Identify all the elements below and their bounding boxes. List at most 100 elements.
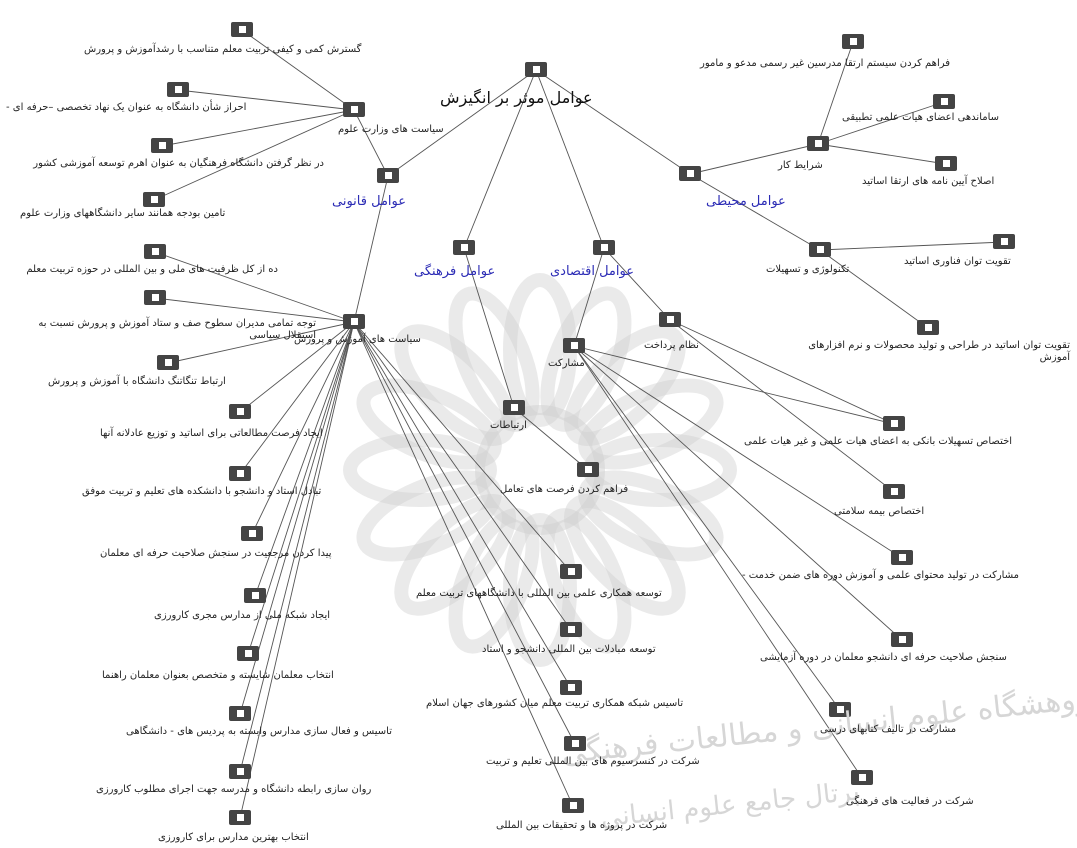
node-camera-icon[interactable] [503, 400, 525, 415]
connector-line [254, 321, 355, 597]
node-camera-icon[interactable] [560, 564, 582, 579]
node-education-policies[interactable]: سیاست های آموزش و پرورش [294, 334, 421, 345]
node-camera-icon[interactable] [842, 34, 864, 49]
node-ministry-policies[interactable]: سیاست های وزارت علوم [338, 124, 444, 135]
watermark-core [475, 405, 605, 535]
leaf-label: شرکت در فعالیت های فرهنگی [846, 796, 974, 807]
node-camera-icon[interactable] [143, 192, 165, 207]
leaf-label: اختصاص تسهیلات بانکی به اعضای هیات علمی … [744, 436, 1013, 447]
node-camera-icon[interactable] [593, 240, 615, 255]
node-camera-icon[interactable] [883, 484, 905, 499]
node-participation[interactable]: مشارکت [548, 358, 585, 369]
connector-line [353, 321, 572, 631]
node-camera-icon[interactable] [343, 102, 365, 117]
category-environmental[interactable]: عوامل محیطی [706, 194, 786, 209]
connector-line [689, 173, 821, 251]
leaf-label: توجه تمامی مدیران سطوح صف و ستاد آموزش و… [38, 318, 316, 341]
leaf-label: ارتباط تنگاتنگ دانشگاه با آموزش و پرورش [48, 376, 226, 387]
node-camera-icon[interactable] [144, 244, 166, 259]
node-camera-icon[interactable] [679, 166, 701, 181]
watermark-petal [564, 494, 686, 616]
leaf-label: تاسیس شبکه همکاری تربیت معلم میان کشورها… [426, 698, 684, 709]
node-camera-icon[interactable] [229, 404, 251, 419]
node-camera-icon[interactable] [891, 632, 913, 647]
leaf-label: تامین بودجه همانند سایر دانشگاههای وزارت… [20, 208, 226, 219]
leaf-label: ساماندهی اعضای هیات علمی تطبیقی [842, 112, 1000, 123]
node-camera-icon[interactable] [343, 314, 365, 329]
node-camera-icon[interactable] [167, 82, 189, 97]
node-camera-icon[interactable] [809, 242, 831, 257]
watermark-petal [578, 378, 724, 470]
connector-line [239, 321, 355, 413]
category-economic[interactable]: عوامل اقتصادی [550, 264, 634, 279]
watermark-petal [564, 324, 686, 446]
node-camera-icon[interactable] [244, 588, 266, 603]
node-icons [143, 22, 1015, 825]
connector-lines [153, 29, 1005, 819]
node-camera-icon[interactable] [229, 764, 251, 779]
node-camera-icon[interactable] [151, 138, 173, 153]
node-camera-icon[interactable] [144, 290, 166, 305]
connector-line [463, 247, 515, 409]
leaf-label: تبادل استاد و دانشجو با دانشکده های تعلی… [82, 486, 322, 497]
leaf-label: فراهم کردن فرصت های تعامل [500, 484, 629, 495]
node-camera-icon[interactable] [229, 706, 251, 721]
node-tech-facilities[interactable]: تکنولوژی و تسهیلات [766, 264, 850, 275]
watermark-petal [578, 470, 724, 562]
category-legal[interactable]: عوامل قانونی [332, 194, 406, 209]
connector-line [573, 345, 903, 559]
root-node-label[interactable]: عوامل موثر بر انگیزش [440, 88, 593, 107]
leaf-label: روان سازی رابطه دانشگاه و مدرسه جهت اجرا… [96, 784, 372, 795]
node-camera-icon[interactable] [851, 770, 873, 785]
leaf-label: پیدا کردن مرجعیت در سنجش صلاحیت حرفه ای … [100, 548, 332, 559]
connector-line [167, 321, 355, 364]
node-camera-icon[interactable] [993, 234, 1015, 249]
node-camera-icon[interactable] [807, 136, 829, 151]
node-camera-icon[interactable] [659, 312, 681, 327]
node-camera-icon[interactable] [229, 466, 251, 481]
category-cultural[interactable]: عوامل فرهنگی [414, 264, 496, 279]
leaf-label: اختصاص بیمه سلامتی [834, 506, 925, 517]
leaf-label: در نظر گرفتن دانشگاه فرهنگیان به عنوان ا… [33, 158, 324, 169]
node-camera-icon[interactable] [564, 736, 586, 751]
node-camera-icon[interactable] [231, 22, 253, 37]
node-communications[interactable]: ارتباطات [490, 420, 527, 431]
node-camera-icon[interactable] [237, 646, 259, 661]
node-camera-icon[interactable] [562, 798, 584, 813]
node-camera-icon[interactable] [891, 550, 913, 565]
leaf-label: شرکت در کنسرسیوم های بین المللی تعلیم و … [486, 756, 700, 767]
node-camera-icon[interactable] [377, 168, 399, 183]
connector-line [573, 345, 841, 711]
node-camera-icon[interactable] [883, 416, 905, 431]
connector-line [819, 241, 1005, 251]
connector-line [573, 247, 605, 347]
connector-line [353, 321, 574, 807]
leaf-label: توسعه مبادلات بین المللی دانشجو و استاد [482, 644, 656, 655]
node-camera-icon[interactable] [241, 526, 263, 541]
node-camera-icon[interactable] [157, 355, 179, 370]
node-camera-icon[interactable] [453, 240, 475, 255]
node-work-conditions[interactable]: شرایط کار [778, 160, 823, 171]
connector-line [161, 109, 355, 147]
connector-line [603, 247, 671, 321]
node-camera-icon[interactable] [933, 94, 955, 109]
node-camera-icon[interactable] [829, 702, 851, 717]
node-camera-icon[interactable] [577, 462, 599, 477]
node-camera-icon[interactable] [560, 680, 582, 695]
node-camera-icon[interactable] [563, 338, 585, 353]
leaf-label: فراهم کردن سیستم ارتقا مدرسین غیر رسمی م… [700, 58, 951, 69]
leaf-label: انتخاب بهترین مدارس برای کارورزی [158, 832, 309, 843]
node-camera-icon[interactable] [935, 156, 957, 171]
leaf-label: انتخاب معلمان شایسته و متخصص بعنوان معلم… [102, 670, 334, 681]
node-camera-icon[interactable] [560, 622, 582, 637]
leaf-label: تقویت توان فناوری اساتید [904, 256, 1011, 267]
node-camera-icon[interactable] [525, 62, 547, 77]
node-payment-system[interactable]: نظام پرداخت [644, 340, 699, 351]
node-camera-icon[interactable] [917, 320, 939, 335]
node-camera-icon[interactable] [229, 810, 251, 825]
watermark-petal [356, 378, 502, 470]
watermark-petal [394, 324, 516, 446]
leaf-label: سنجش صلاحیت حرفه ای دانشجو معلمان در دور… [760, 652, 1007, 663]
leaf-label: احراز شأن دانشگاه به عنوان یک نهاد تخصصی… [6, 102, 247, 113]
